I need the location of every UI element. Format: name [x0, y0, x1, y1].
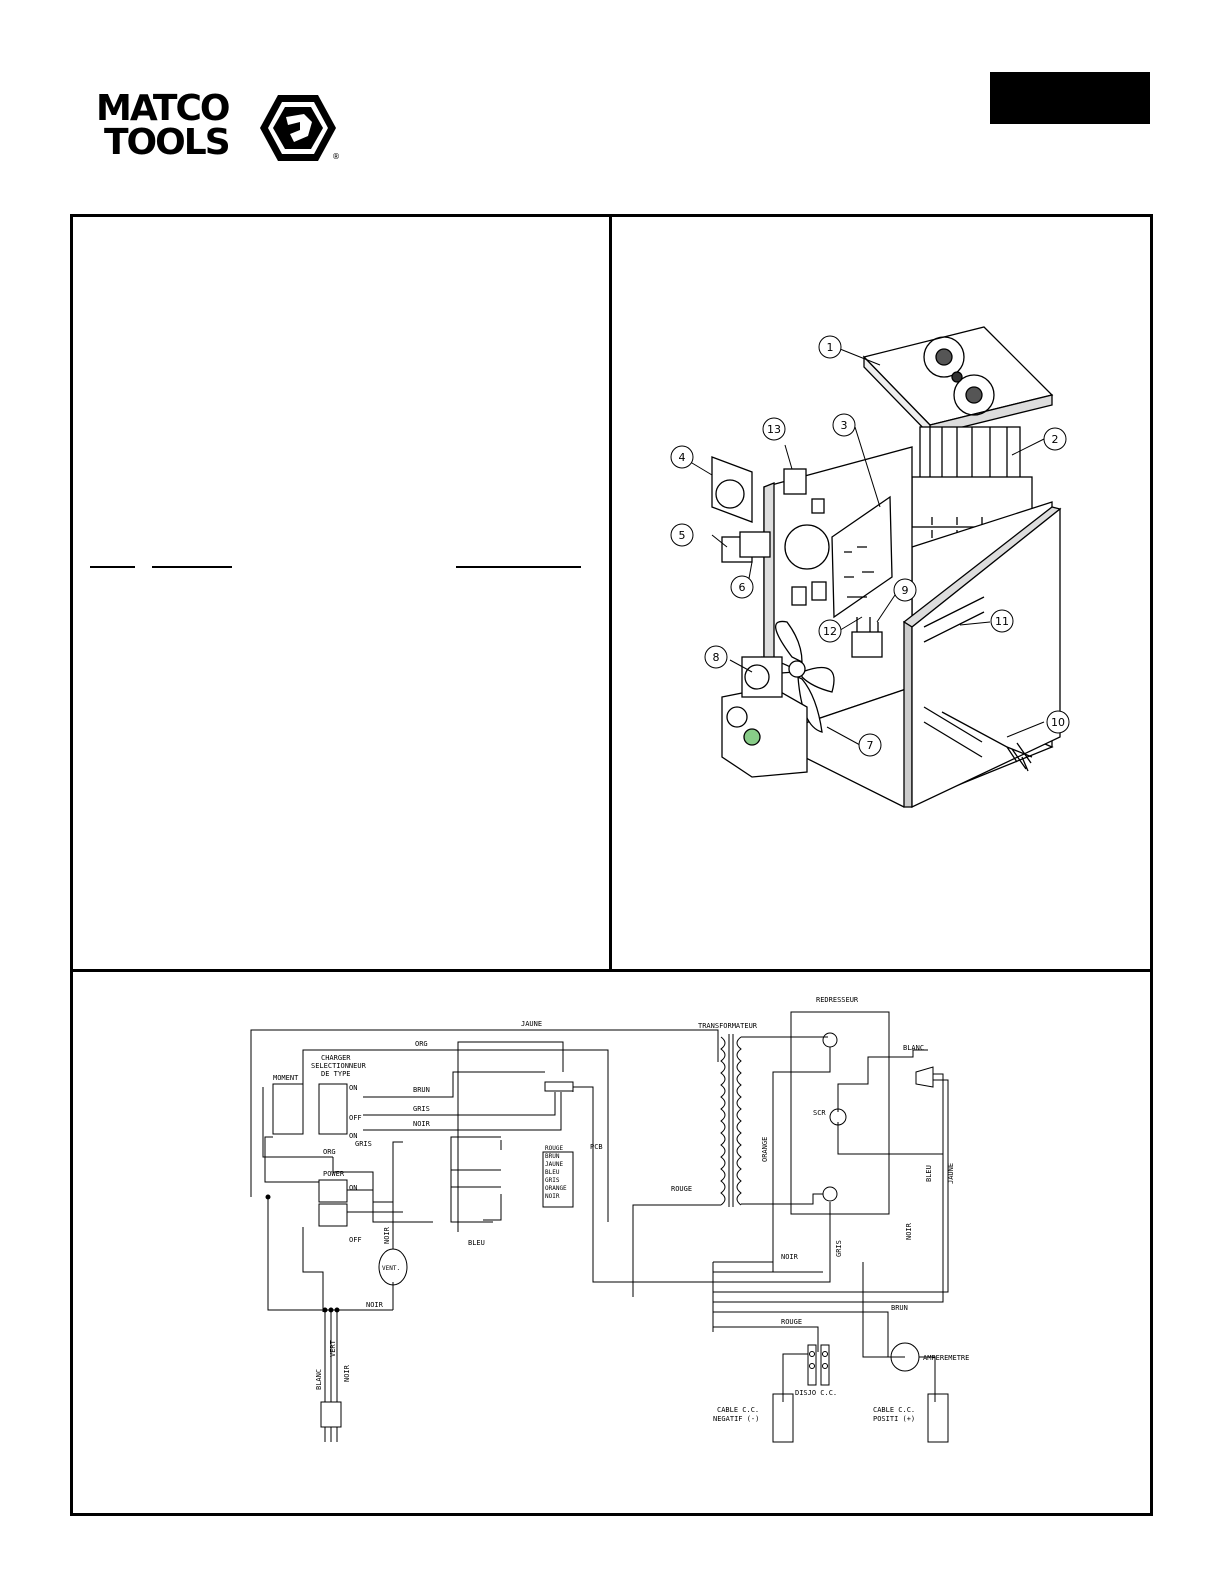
label-gris-2: GRIS: [355, 1140, 372, 1148]
callout-1: 1: [827, 341, 834, 354]
label-noir: NOIR: [413, 1120, 431, 1128]
label-brun: BRUN: [413, 1086, 430, 1094]
parts-list-panel: [70, 214, 612, 972]
label-brun-lower: BRUN: [891, 1304, 908, 1312]
callout-13: 13: [767, 423, 781, 436]
label-charger: CHARGER: [321, 1054, 351, 1062]
label-gris: GRIS: [413, 1105, 430, 1113]
label-off-1: OFF: [349, 1114, 362, 1122]
column-rule-part: [152, 566, 232, 568]
label-vert-cord: VERT: [329, 1339, 337, 1357]
label-pcb-noir: NOIR: [545, 1193, 560, 1200]
label-pcb-orange: ORANGE: [545, 1185, 567, 1192]
hex-logo-icon: [260, 95, 336, 161]
exploded-view-panel: 1 2 3 4 5 6 7 8 9 10 11 12 13: [609, 214, 1153, 972]
exploded-view-drawing: 1 2 3 4 5 6 7 8 9 10 11 12 13: [670, 326, 1070, 809]
callout-8: 8: [713, 651, 720, 664]
label-noir-vertical: NOIR: [383, 1226, 391, 1244]
callout-12: 12: [823, 625, 837, 638]
callout-4: 4: [679, 451, 686, 464]
callout-5: 5: [679, 529, 686, 542]
label-redresseur: REDRESSEUR: [816, 996, 859, 1004]
label-off-3: OFF: [349, 1236, 362, 1244]
registered-mark: ®: [332, 152, 340, 161]
callout-3: 3: [841, 419, 848, 432]
label-pcb: PCB: [590, 1143, 603, 1151]
label-on-3: ON: [349, 1184, 357, 1192]
label-vent: VENT.: [382, 1265, 400, 1272]
label-noir-bottom: NOIR: [366, 1301, 384, 1309]
column-rule-description: [456, 566, 581, 568]
label-power: POWER: [323, 1170, 345, 1178]
label-pcb-rouge: ROUGE: [545, 1145, 563, 1152]
label-jaune-right: JAUNE: [947, 1163, 955, 1184]
column-rule-number: [90, 566, 135, 568]
label-orange-vertical: ORANGE: [761, 1137, 769, 1162]
label-cable-neg-2: NEGATIF (-): [713, 1415, 759, 1423]
label-cable-pos-2: POSITI (+): [873, 1415, 915, 1423]
matco-tools-logo: MATCO TOOLS ®: [96, 88, 341, 164]
callout-2: 2: [1052, 433, 1059, 446]
logo-text-matco: MATCO: [96, 88, 230, 129]
label-cable-neg-1: CABLE C.C.: [717, 1406, 759, 1414]
label-de-type: DE TYPE: [321, 1070, 351, 1078]
label-jaune-top: JAUNE: [521, 1020, 542, 1028]
label-pcb-jaune: JAUNE: [545, 1161, 563, 1168]
wiring-diagram-panel: JAUNE TRANSFORMATEUR REDRESSEUR BLANC OR…: [70, 969, 1153, 1516]
label-noir-right: NOIR: [905, 1222, 913, 1240]
header-black-tab: [990, 72, 1150, 124]
label-rouge-mid: ROUGE: [671, 1185, 692, 1193]
label-bleu-mid: BLEU: [468, 1239, 485, 1247]
label-noir-cord: NOIR: [343, 1364, 351, 1382]
label-org-top: ORG: [415, 1040, 428, 1048]
callout-6: 6: [739, 581, 746, 594]
label-rouge-lower: ROUGE: [781, 1318, 802, 1326]
wiring-diagram: JAUNE TRANSFORMATEUR REDRESSEUR BLANC OR…: [250, 996, 969, 1443]
label-bleu-right: BLEU: [925, 1165, 933, 1182]
label-pcb-brun: BRUN: [545, 1153, 560, 1160]
label-on-2: ON: [349, 1132, 357, 1140]
label-on-1: ON: [349, 1084, 357, 1092]
label-gris-right: GRIS: [835, 1240, 843, 1257]
callout-11: 11: [995, 615, 1009, 628]
label-blanc-right: BLANC: [903, 1044, 924, 1052]
label-org-2: ORG: [323, 1148, 336, 1156]
label-noir-lower: NOIR: [781, 1253, 799, 1261]
label-moment: MOMENT: [273, 1074, 299, 1082]
callout-7: 7: [867, 739, 874, 752]
label-amperemetre: AMPEREMETRE: [923, 1354, 969, 1362]
label-disjo: DISJO C.C.: [795, 1389, 837, 1397]
label-selectionneur: SELECTIONNEUR: [311, 1062, 367, 1070]
label-scr: SCR: [813, 1109, 826, 1117]
label-cable-pos-1: CABLE C.C.: [873, 1406, 915, 1414]
label-blanc-cord: BLANC: [315, 1369, 323, 1390]
label-transformateur: TRANSFORMATEUR: [698, 1022, 758, 1030]
callout-10: 10: [1051, 716, 1065, 729]
label-pcb-bleu: BLEU: [545, 1169, 560, 1176]
label-pcb-gris: GRIS: [545, 1177, 560, 1184]
logo-text-tools: TOOLS: [104, 122, 231, 163]
callout-9: 9: [902, 584, 909, 597]
